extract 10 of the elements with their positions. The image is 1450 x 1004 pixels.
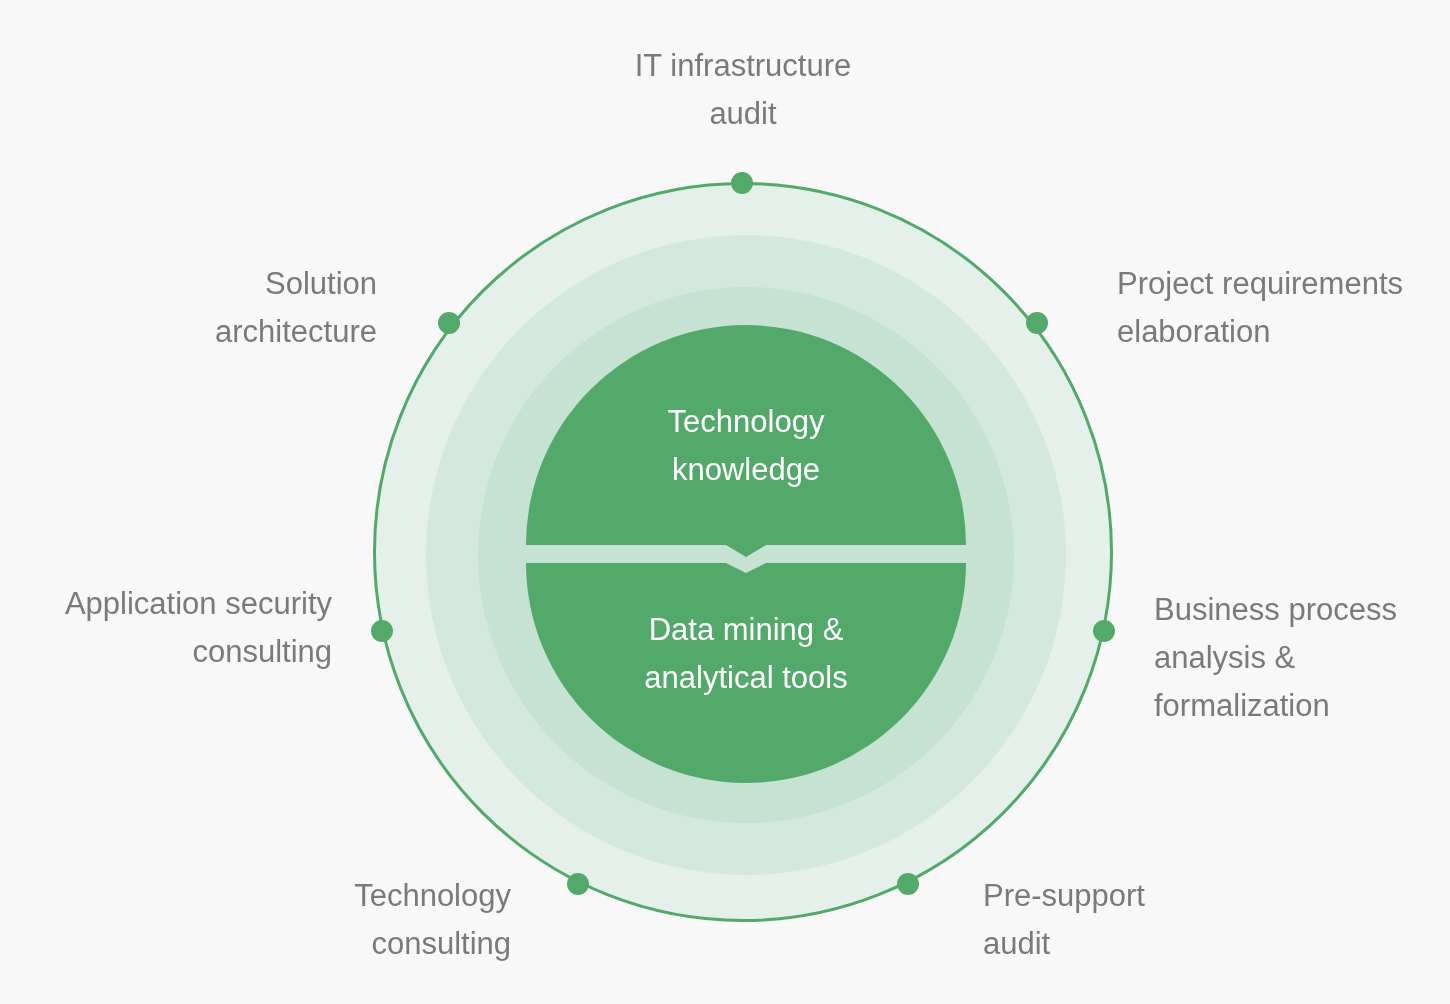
step-label: Pre-support audit — [983, 877, 1146, 963]
section-label: Data mining & analytical tools — [643, 611, 849, 697]
step-label: IT infrastructure audit — [633, 47, 853, 133]
step-label: Solution architecture — [214, 265, 377, 351]
step-label: Technology consulting — [353, 877, 511, 963]
step-label: Business process analysis & formalization — [1154, 591, 1398, 725]
section-label: Technology knowledge — [666, 403, 826, 489]
step-label: Application security consulting — [63, 585, 332, 671]
dot-marker — [731, 172, 753, 194]
step-label: Project requirements elaboration — [1117, 265, 1404, 351]
